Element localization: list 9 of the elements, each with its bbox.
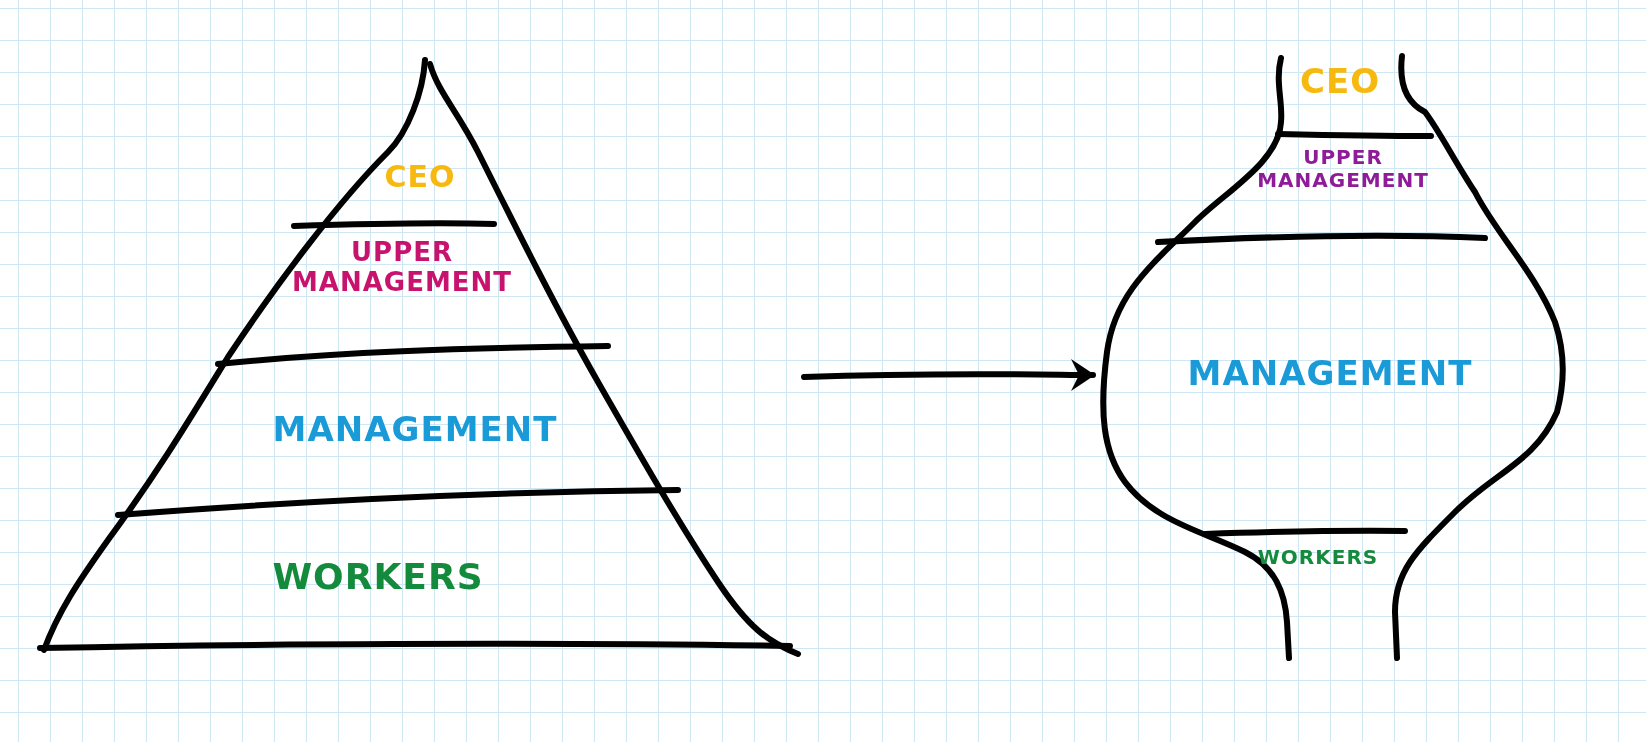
tier-label: CEO bbox=[1260, 62, 1420, 102]
tier-label: CEO bbox=[320, 160, 520, 195]
tier-label: WORKERS bbox=[218, 556, 538, 598]
tier-label: WORKERS bbox=[1228, 546, 1408, 569]
arrow bbox=[801, 358, 1096, 391]
tier-label: MANAGEMENT bbox=[245, 410, 585, 450]
tier-label: UPPER MANAGEMENT bbox=[277, 238, 527, 298]
tier-label: UPPER MANAGEMENT bbox=[1233, 146, 1453, 192]
tier-label: MANAGEMENT bbox=[1160, 354, 1500, 394]
